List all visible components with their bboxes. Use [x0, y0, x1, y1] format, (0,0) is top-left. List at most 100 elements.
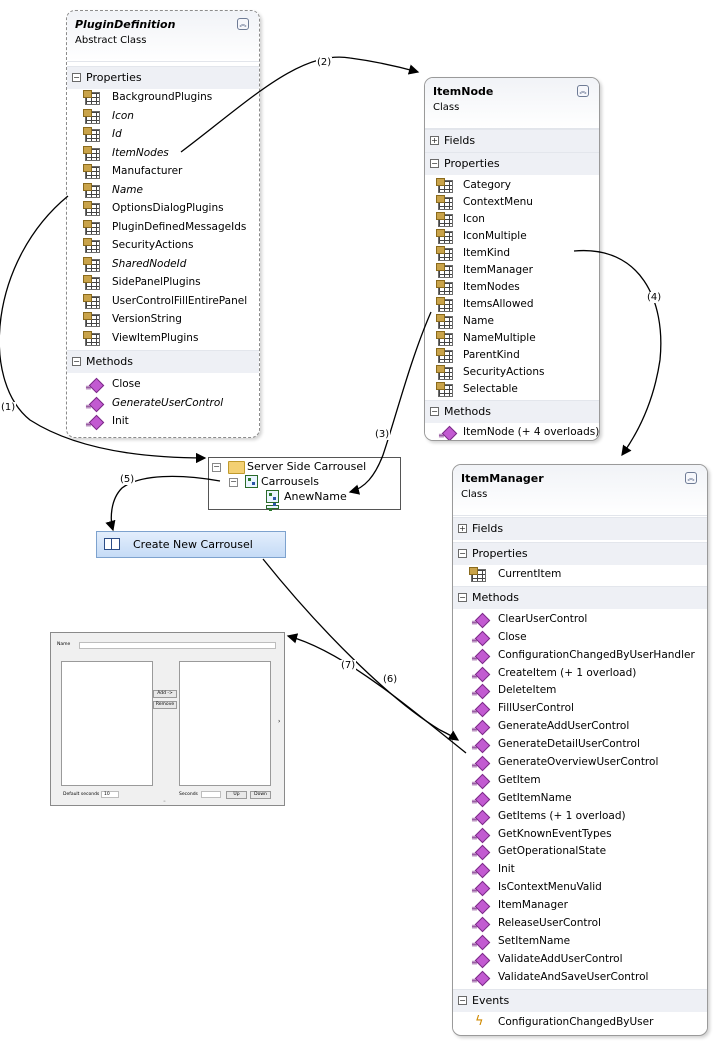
property-item[interactable]: ItemKind — [425, 245, 599, 262]
method-icon: ≡ — [471, 827, 491, 843]
method-item[interactable]: ≡Close — [453, 629, 707, 647]
method-item[interactable]: ≡GetOperationalState — [453, 843, 707, 861]
collapse-section-icon[interactable]: − — [430, 407, 439, 416]
methods-section-header[interactable]: − Methods — [453, 585, 707, 609]
name-input[interactable] — [79, 642, 276, 649]
tree-collapse-icon[interactable]: − — [212, 462, 221, 472]
property-item[interactable]: ContextMenu — [425, 194, 599, 211]
property-item[interactable]: ItemManager — [425, 262, 599, 279]
property-item[interactable]: ViewItemPlugins — [67, 330, 259, 349]
method-icon: ≡ — [85, 414, 105, 431]
tree-child-label[interactable]: Carrousels — [261, 475, 320, 488]
property-item[interactable]: VersionString — [67, 311, 259, 330]
property-item[interactable]: Id — [67, 126, 259, 145]
collapse-section-icon[interactable]: − — [458, 592, 467, 602]
method-item[interactable]: ≡ItemNode (+ 4 overloads) — [425, 424, 599, 440]
method-item[interactable]: ≡Init — [453, 861, 707, 879]
seconds-input[interactable] — [201, 791, 221, 798]
method-item[interactable]: ≡GetItem — [453, 772, 707, 790]
method-item[interactable]: ≡FillUserControl — [453, 700, 707, 718]
method-item[interactable]: ≡ReleaseUserControl — [453, 915, 707, 933]
property-icon — [436, 212, 454, 227]
property-item[interactable]: SecurityActions — [425, 364, 599, 381]
property-item[interactable]: CurrentItem — [453, 566, 707, 584]
method-item[interactable]: ≡GenerateOverviewUserControl — [453, 754, 707, 772]
tree-root-label[interactable]: Server Side Carrousel — [247, 460, 367, 473]
method-item[interactable]: ≡GenerateAddUserControl — [453, 718, 707, 736]
method-item[interactable]: ≡ItemManager — [453, 897, 707, 915]
method-item[interactable]: ≡CreateItem (+ 1 overload) — [453, 665, 707, 683]
method-item[interactable]: ≡ValidateAndSaveUserControl — [453, 969, 707, 987]
remove-button[interactable]: Remove — [153, 701, 177, 709]
default-seconds-input[interactable]: 10 — [101, 791, 119, 798]
property-item[interactable]: NameMultiple — [425, 330, 599, 347]
property-item[interactable]: UserControlFillEntirePanel — [67, 293, 259, 312]
method-item[interactable]: ≡DeleteItem — [453, 682, 707, 700]
property-icon — [83, 90, 101, 105]
methods-section-header[interactable]: − Methods — [67, 350, 259, 373]
property-item[interactable]: Name — [67, 182, 259, 201]
add-button[interactable]: Add -> — [153, 690, 177, 698]
property-item[interactable]: PluginDefinedMessageIds — [67, 219, 259, 238]
property-item[interactable]: ItemsAllowed — [425, 296, 599, 313]
method-item[interactable]: ≡GetKnownEventTypes — [453, 826, 707, 844]
property-item[interactable]: Icon — [67, 108, 259, 127]
method-item[interactable]: ≡GetItemName — [453, 790, 707, 808]
property-item[interactable]: Manufacturer — [67, 163, 259, 182]
down-button[interactable]: Down — [250, 791, 271, 799]
property-item[interactable]: Name — [425, 313, 599, 330]
method-item[interactable]: ≡ValidateAddUserControl — [453, 951, 707, 969]
property-item[interactable]: SidePanelPlugins — [67, 274, 259, 293]
property-icon — [436, 297, 454, 312]
property-item[interactable]: ParentKind — [425, 347, 599, 364]
tree-collapse-icon[interactable]: − — [229, 477, 238, 487]
method-item[interactable]: ≡GenerateUserControl — [67, 395, 259, 414]
method-item[interactable]: ≡GetItems (+ 1 overload) — [453, 808, 707, 826]
collapse-section-icon[interactable]: − — [458, 995, 467, 1005]
method-item[interactable]: ≡Init — [67, 413, 259, 432]
available-list[interactable] — [61, 661, 153, 786]
collapse-section-icon[interactable]: − — [430, 159, 439, 168]
property-item-label: OptionsDialogPlugins — [112, 202, 224, 214]
expand-section-icon[interactable]: + — [458, 524, 467, 533]
property-item[interactable]: Category — [425, 177, 599, 194]
method-item[interactable]: ≡Close — [67, 376, 259, 395]
collapse-section-icon[interactable]: − — [72, 73, 81, 82]
events-section-header[interactable]: − Events — [453, 988, 707, 1012]
methods-section-header[interactable]: − Methods — [425, 400, 599, 423]
context-menu-item[interactable]: Create New Carrousel — [96, 531, 286, 558]
collapse-icon[interactable]: ︽ — [237, 18, 249, 30]
property-item[interactable]: Selectable — [425, 381, 599, 398]
property-item[interactable]: ItemNodes — [425, 279, 599, 296]
method-item[interactable]: ≡IsContextMenuValid — [453, 879, 707, 897]
property-icon — [436, 246, 454, 261]
collapse-icon[interactable]: ︽ — [577, 85, 589, 97]
method-item-label: Close — [112, 378, 141, 390]
method-item[interactable]: ≡ClearUserControl — [453, 611, 707, 629]
property-item[interactable]: ItemNodes — [67, 145, 259, 164]
property-item[interactable]: SharedNodeId — [67, 256, 259, 275]
method-item[interactable]: ≡ConfigurationChangedByUserHandler — [453, 647, 707, 665]
fields-section-header[interactable]: + Fields — [453, 517, 707, 540]
arrow-label-3: (3) — [374, 429, 391, 440]
name-label: Name — [57, 642, 71, 647]
tree-leaf-label[interactable]: AnewName — [284, 490, 347, 503]
up-button[interactable]: Up — [226, 791, 247, 799]
collapse-section-icon[interactable]: − — [72, 357, 81, 366]
selected-list[interactable] — [179, 661, 271, 786]
collapse-icon[interactable]: ︽ — [685, 472, 697, 484]
properties-section-header[interactable]: − Properties — [425, 152, 599, 175]
fields-section-header[interactable]: + Fields — [425, 129, 599, 152]
property-item[interactable]: OptionsDialogPlugins — [67, 200, 259, 219]
method-item[interactable]: ≡GenerateDetailUserControl — [453, 736, 707, 754]
properties-section-header[interactable]: − Properties — [453, 542, 707, 565]
property-item[interactable]: Icon — [425, 211, 599, 228]
property-item[interactable]: BackgroundPlugins — [67, 89, 259, 108]
property-item[interactable]: IconMultiple — [425, 228, 599, 245]
collapse-section-icon[interactable]: − — [458, 549, 467, 558]
property-item[interactable]: SecurityActions — [67, 237, 259, 256]
method-item[interactable]: ≡SetItemName — [453, 933, 707, 951]
expand-section-icon[interactable]: + — [430, 136, 439, 145]
properties-section-header[interactable]: − Properties — [67, 66, 259, 89]
